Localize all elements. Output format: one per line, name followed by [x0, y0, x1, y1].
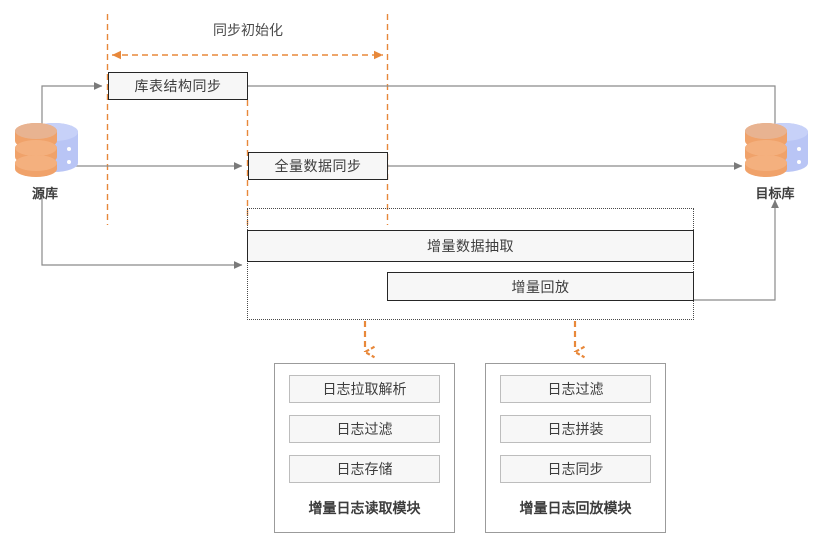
module-title: 增量日志回放模块 — [519, 501, 632, 517]
source-to-schema-connector — [41, 82, 103, 140]
db-blue-body — [760, 123, 808, 172]
schema-sync-box[interactable]: 库表结构同步 — [108, 72, 248, 100]
db-blue-body — [30, 123, 78, 172]
target-database-icon — [742, 120, 808, 180]
incremental-replay-box[interactable]: 增量回放 — [387, 272, 694, 301]
incremental-extract-box[interactable]: 增量数据抽取 — [247, 230, 694, 262]
target-database-label: 目标库 — [755, 187, 795, 202]
phase-bracket — [106, 14, 389, 225]
log-assemble-item[interactable]: 日志拼装 — [500, 415, 651, 443]
db-orange-discs — [745, 123, 787, 177]
source-database-label: 源库 — [31, 187, 58, 202]
log-sync-item[interactable]: 日志同步 — [500, 455, 651, 483]
schema-to-target-connector — [248, 85, 779, 135]
incremental-log-read-module: 日志拉取解析 日志过滤 日志存储 增量日志读取模块 — [274, 363, 455, 533]
incremental-log-replay-module: 日志过滤 日志拼装 日志同步 增量日志回放模块 — [485, 363, 666, 533]
incremental-sync-container — [247, 208, 694, 320]
source-to-incremental-connector — [41, 192, 243, 269]
source-database-icon — [12, 120, 78, 180]
full-data-sync-box[interactable]: 全量数据同步 — [248, 152, 388, 180]
log-pull-parse-item[interactable]: 日志拉取解析 — [289, 375, 440, 403]
log-filter-item[interactable]: 日志过滤 — [500, 375, 651, 403]
phase-label: 同步初始化 — [213, 23, 283, 39]
module-title: 增量日志读取模块 — [308, 501, 421, 517]
log-storage-item[interactable]: 日志存储 — [289, 455, 440, 483]
db-orange-discs — [15, 123, 57, 177]
replay-to-target-connector — [694, 199, 779, 301]
log-filter-item[interactable]: 日志过滤 — [289, 415, 440, 443]
